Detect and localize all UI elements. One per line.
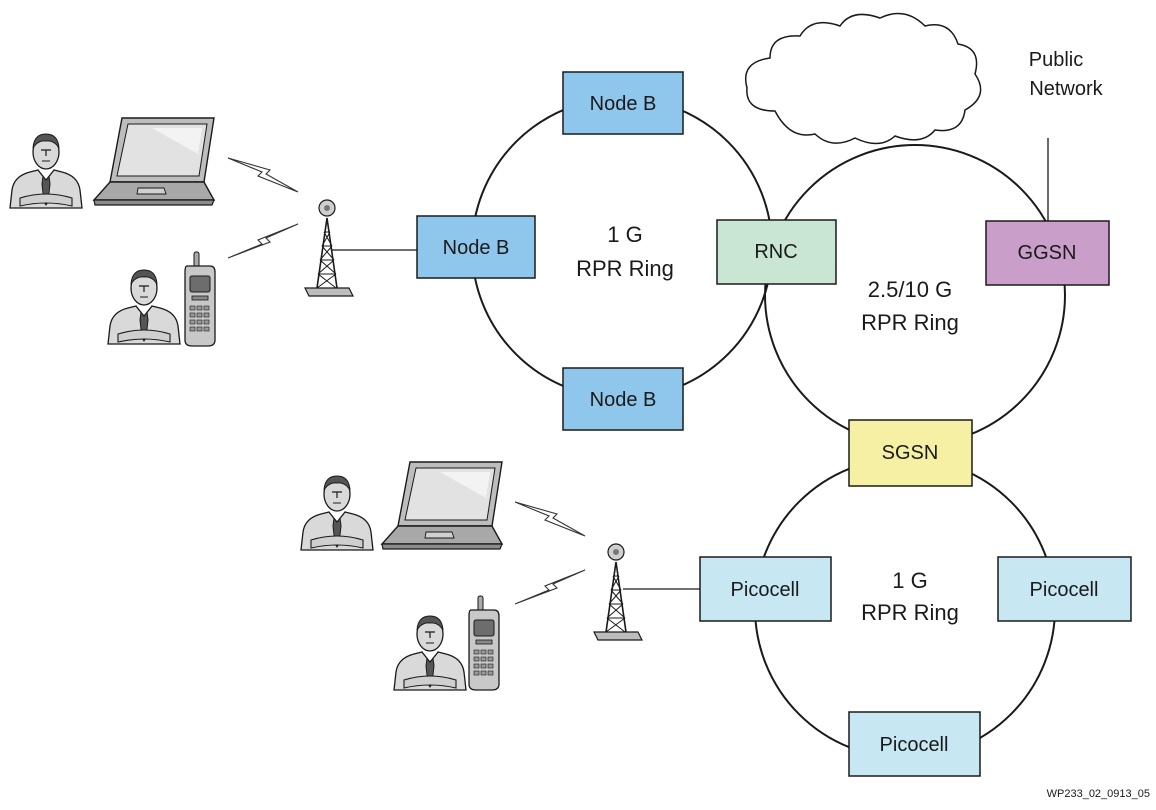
node-b-mid-label: Node B <box>443 237 510 259</box>
cloud-icon <box>745 12 982 145</box>
node-b-top-label: Node B <box>590 93 657 115</box>
wireless-signal-icon <box>514 501 586 537</box>
picocell-right: Picocell <box>997 556 1132 622</box>
wireless-signal-icon <box>514 569 586 605</box>
user-icon <box>393 615 467 691</box>
rnc-node: RNC <box>716 219 837 285</box>
node-b-bottom: Node B <box>562 367 684 431</box>
node-b-mid: Node B <box>416 215 536 279</box>
picocell-right-label: Picocell <box>1030 579 1099 601</box>
ring-pico-label-2: RPR Ring <box>861 600 959 625</box>
ggsn-node: GGSN <box>985 220 1110 286</box>
sgsn-label: SGSN <box>882 442 939 464</box>
antenna-tower-icon <box>304 199 354 297</box>
picocell-left: Picocell <box>699 556 832 622</box>
antenna-tower-icon <box>593 543 643 641</box>
node-b-bottom-label: Node B <box>590 389 657 411</box>
ring-access-label-1: 1 G <box>607 222 642 247</box>
cell-phone-icon <box>184 251 216 347</box>
ring-core-label-1: 2.5/10 G <box>868 277 952 302</box>
user-icon <box>9 133 83 209</box>
cloud-label-1: Public <box>1029 49 1083 71</box>
cloud-label-2: Network <box>1029 78 1103 100</box>
ring-pico-label-1: 1 G <box>892 568 927 593</box>
laptop-icon <box>381 461 503 550</box>
wireless-signal-icon <box>227 223 299 259</box>
ggsn-label: GGSN <box>1018 242 1077 264</box>
cell-phone-icon <box>468 595 500 691</box>
ring-core-label-2: RPR Ring <box>861 310 959 335</box>
node-b-top: Node B <box>562 71 684 135</box>
user-icon <box>107 269 181 345</box>
user-icon <box>300 475 374 551</box>
picocell-left-label: Picocell <box>731 579 800 601</box>
rnc-label: RNC <box>754 241 797 263</box>
figure-id: WP233_02_0913_05 <box>1047 788 1150 800</box>
picocell-bottom: Picocell <box>848 711 981 777</box>
ring-access-label-2: RPR Ring <box>576 256 674 281</box>
sgsn-node: SGSN <box>848 419 973 487</box>
laptop-icon <box>93 117 215 206</box>
picocell-bottom-label: Picocell <box>880 734 949 756</box>
wireless-signal-icon <box>227 157 299 193</box>
